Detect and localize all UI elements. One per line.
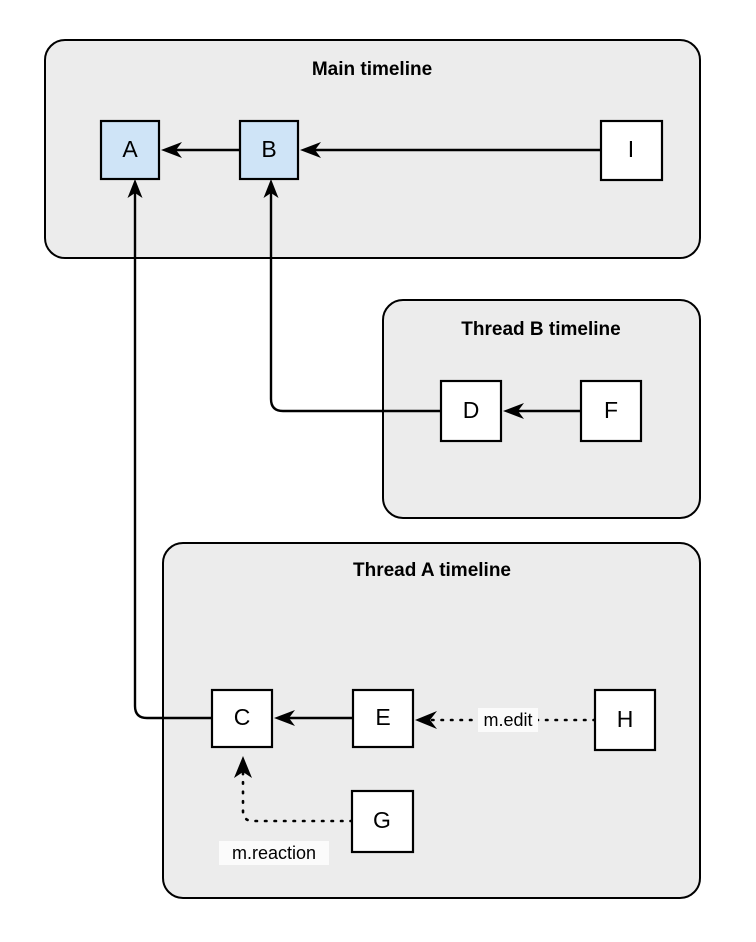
edge-labels: m.edit m.reaction xyxy=(219,708,538,865)
node-d-box[interactable] xyxy=(439,379,503,443)
node-f-label: F xyxy=(604,397,618,423)
arrowhead-left-a xyxy=(161,142,182,158)
node-b[interactable]: B xyxy=(238,119,300,181)
node-i[interactable]: I xyxy=(599,119,664,182)
edge-h-to-e xyxy=(415,711,597,729)
edge-label-m-reaction: m.reaction xyxy=(219,841,329,865)
edge-i-to-b xyxy=(300,142,601,158)
node-f-box[interactable] xyxy=(579,379,643,443)
node-a-box[interactable] xyxy=(99,119,161,181)
group-title-thread-b: Thread B timeline xyxy=(461,319,620,340)
node-e-box[interactable] xyxy=(351,688,415,749)
group-titles: Main timeline Thread B timeline Thread A… xyxy=(312,59,621,581)
arrowhead-left-c xyxy=(274,710,295,726)
edge-label-m-reaction-text: m.reaction xyxy=(232,843,316,863)
edge-d-to-b xyxy=(263,179,441,413)
edges xyxy=(127,142,601,823)
arrowhead-up-a xyxy=(127,179,143,198)
edge-label-m-edit-text: m.edit xyxy=(483,710,532,730)
arrowhead-up-c xyxy=(234,756,252,778)
group-title-thread-a: Thread A timeline xyxy=(353,560,511,581)
node-d-label: D xyxy=(463,397,480,423)
node-a-label: A xyxy=(122,136,138,162)
node-h-label: H xyxy=(617,706,634,732)
node-g-box[interactable] xyxy=(350,789,415,854)
arrowhead-left-b xyxy=(300,142,321,158)
node-b-label: B xyxy=(261,136,276,162)
edge-b-to-a xyxy=(161,142,240,158)
edge-f-to-d xyxy=(503,403,581,419)
node-i-label: I xyxy=(628,136,634,162)
node-e-label: E xyxy=(375,704,390,730)
arrowhead-up-b xyxy=(263,179,279,198)
edge-g-to-c xyxy=(234,756,354,823)
node-c[interactable]: C xyxy=(210,688,274,749)
node-a[interactable]: A xyxy=(99,119,161,181)
edge-label-m-edit-bg xyxy=(478,708,538,732)
edge-e-to-c xyxy=(274,710,353,726)
node-d[interactable]: D xyxy=(439,379,503,443)
edge-label-m-edit: m.edit xyxy=(478,708,538,732)
node-h[interactable]: H xyxy=(593,688,657,752)
node-h-box[interactable] xyxy=(593,688,657,752)
node-f[interactable]: F xyxy=(579,379,643,443)
edge-label-m-reaction-bg xyxy=(219,841,329,865)
node-g-label: G xyxy=(373,807,391,833)
arrowhead-left-d xyxy=(503,403,524,419)
node-g[interactable]: G xyxy=(350,789,415,854)
arrowhead-left-e xyxy=(415,711,437,729)
group-title-main: Main timeline xyxy=(312,59,432,80)
edge-c-to-a xyxy=(127,179,212,720)
node-b-box[interactable] xyxy=(238,119,300,181)
node-c-label: C xyxy=(234,704,251,730)
node-c-box[interactable] xyxy=(210,688,274,749)
node-i-box[interactable] xyxy=(599,119,664,182)
group-thread-b-timeline xyxy=(382,299,701,519)
node-e[interactable]: E xyxy=(351,688,415,749)
nodes: A B I D F C xyxy=(99,119,664,854)
